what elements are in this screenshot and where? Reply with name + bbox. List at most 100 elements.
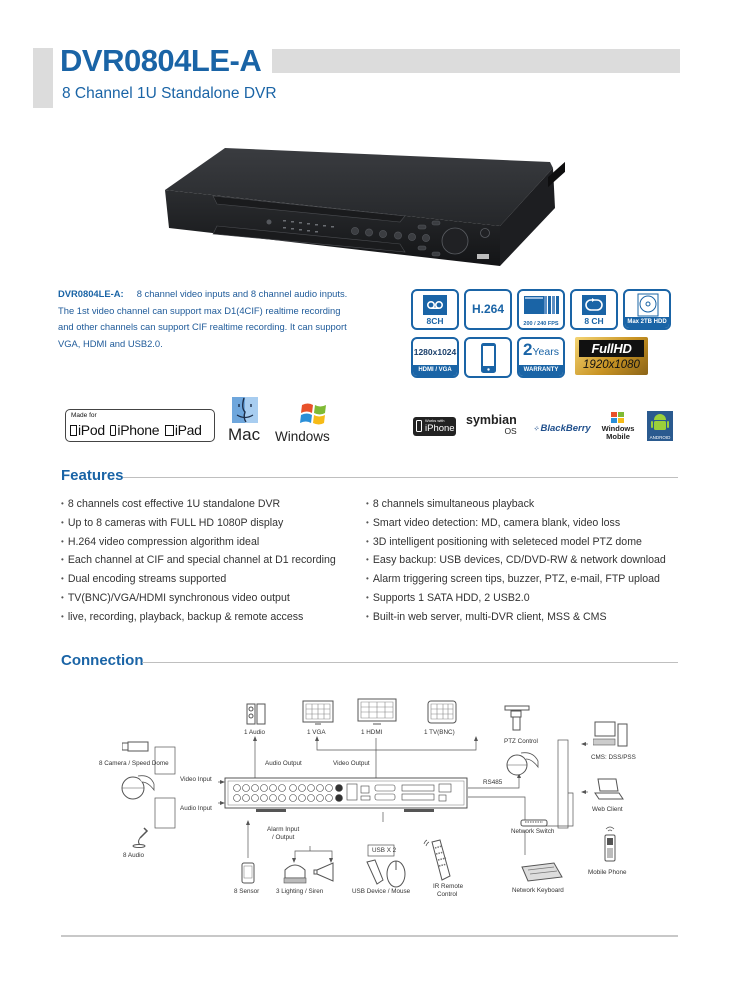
badge-caption: 8CH bbox=[426, 316, 444, 326]
badge-resolution: 1280x1024 HDMI / VGA bbox=[411, 337, 459, 378]
microphone-icon bbox=[132, 827, 149, 848]
feature-item: H.264 video compression algorithm ideal bbox=[61, 533, 371, 552]
feature-item: Smart video detection: MD, camera blank,… bbox=[366, 514, 676, 533]
feature-item: 3D intelligent positioning with seletece… bbox=[366, 533, 676, 552]
feature-item: Dual encoding streams supported bbox=[61, 570, 371, 589]
symbian-name: symbian bbox=[466, 413, 517, 427]
feature-item: 8 channels cost effective 1U standalone … bbox=[61, 495, 371, 514]
page-title: DVR0804LE-A bbox=[60, 43, 262, 78]
mac-logo-text: Mac bbox=[228, 425, 261, 444]
dvr-top-panel bbox=[165, 148, 553, 226]
hdd-disc-icon bbox=[637, 293, 659, 317]
page-subtitle: 8 Channel 1U Standalone DVR bbox=[62, 85, 277, 102]
product-image bbox=[165, 148, 565, 266]
ipad-icon bbox=[164, 425, 174, 436]
speed-dome-icon bbox=[121, 775, 155, 800]
badge-hdd: Max 2TB HDD bbox=[623, 289, 671, 330]
windows-mobile-flag-icon bbox=[611, 412, 624, 423]
ptz-dome-camera-icon bbox=[506, 752, 539, 776]
ptz-control-icon bbox=[504, 705, 530, 731]
speaker-icon bbox=[246, 703, 266, 725]
label-mobile-phone: Mobile Phone bbox=[588, 869, 627, 876]
front-buttons bbox=[351, 220, 441, 257]
blackberry-logo: ⁘ BlackBerry bbox=[533, 423, 591, 434]
dvr-side-panel bbox=[500, 168, 555, 266]
android-label: ANDROID bbox=[649, 435, 671, 440]
feature-item: TV(BNC)/VGA/HDMI synchronous video outpu… bbox=[61, 589, 371, 608]
badge-caption: HDMI / VGA bbox=[413, 365, 457, 376]
badge-8ch-playback: 8 CH bbox=[570, 289, 618, 330]
label-audio: 1 Audio bbox=[244, 729, 266, 736]
footer-divider bbox=[61, 935, 678, 937]
label-hdmi: 1 HDMI bbox=[361, 729, 383, 736]
symbian-os: OS bbox=[504, 426, 517, 436]
made-for-label: Made for bbox=[71, 412, 97, 419]
features-heading: Features bbox=[61, 467, 124, 484]
android-robot-icon bbox=[651, 414, 669, 430]
usb-port bbox=[477, 254, 489, 259]
power-button bbox=[480, 228, 490, 238]
feature-item: Supports 1 SATA HDD, 2 USB2.0 bbox=[366, 589, 676, 608]
badge-caption: WARRANTY bbox=[519, 365, 563, 376]
windows-mobile-line2: Mobile bbox=[606, 432, 630, 441]
works-with-iphone-logo: Works with iPhone bbox=[413, 417, 456, 436]
ir-receiver bbox=[266, 219, 272, 225]
label-cms: CMS: DSS/PSS bbox=[591, 754, 636, 761]
made-for-iphone: iPhone bbox=[117, 422, 160, 438]
works-with-label: Works with bbox=[425, 418, 445, 423]
android-logo: ANDROID bbox=[647, 411, 673, 441]
fullhd-badge: FullHD 1920x1080 bbox=[575, 337, 648, 375]
label-web-client: Web Client bbox=[592, 806, 623, 813]
label-ir-remote-2: Control bbox=[437, 891, 458, 898]
feature-item: Alarm triggering screen tips, buzzer, PT… bbox=[366, 570, 676, 589]
ipod-icon bbox=[70, 425, 77, 436]
network-switch-icon bbox=[520, 819, 548, 827]
connection-heading: Connection bbox=[61, 652, 144, 669]
blackberry-name: BlackBerry bbox=[540, 423, 591, 434]
windows-logo-text: Windows bbox=[275, 429, 330, 444]
label-usb-device: USB Device / Mouse bbox=[352, 888, 411, 895]
fullhd-title: FullHD bbox=[579, 340, 644, 357]
made-for-ipod: iPod bbox=[78, 422, 105, 438]
label-network-keyboard: Network Keyboard bbox=[512, 887, 564, 894]
description-label: DVR0804LE-A: bbox=[58, 288, 124, 299]
label-camera: 8 Camera / Speed Dome bbox=[99, 760, 169, 767]
description-text: 8 channel video inputs and 8 channel aud… bbox=[58, 288, 348, 349]
badge-caption: Max 2TB HDD bbox=[625, 317, 669, 328]
badge-h264: H.264 bbox=[464, 289, 512, 330]
desktop-computer-icon bbox=[593, 721, 628, 747]
crt-tv-icon bbox=[427, 700, 457, 724]
badge-caption: 200 / 240 FPS bbox=[523, 321, 559, 327]
record-tape-icon bbox=[423, 295, 447, 315]
hdmi-tv-icon bbox=[357, 698, 397, 725]
windows-flag-icon bbox=[300, 403, 326, 425]
badge-8ch-record: 8CH bbox=[411, 289, 459, 330]
mac-finder-icon bbox=[232, 397, 258, 423]
feature-item: Up to 8 cameras with FULL HD 1080P displ… bbox=[61, 514, 371, 533]
badge-fps: 200 / 240 FPS bbox=[517, 289, 565, 330]
front-leds bbox=[283, 220, 334, 233]
badge-title: H.264 bbox=[471, 302, 505, 316]
label-alarm-io-1: Alarm Input bbox=[267, 826, 300, 833]
label-video-output: Video Output bbox=[333, 760, 370, 767]
box-camera-icon bbox=[122, 741, 149, 752]
badge-caption: 8 CH bbox=[584, 316, 604, 326]
usb-mouse-icon bbox=[366, 859, 406, 888]
label-ptz-control: PTZ Control bbox=[504, 738, 538, 745]
connection-divider bbox=[142, 662, 678, 663]
vga-monitor-icon bbox=[302, 700, 334, 725]
label-video-input: Video Input bbox=[180, 776, 212, 783]
blackberry-dots-icon: ⁘ bbox=[533, 426, 539, 433]
feature-item: Each channel at CIF and special channel … bbox=[61, 551, 371, 570]
frames-icon bbox=[524, 296, 559, 314]
label-audio-output: Audio Output bbox=[265, 760, 302, 767]
works-with-iphone: iPhone bbox=[425, 423, 455, 434]
network-keyboard-icon bbox=[521, 862, 563, 882]
windows-mobile-logo: Windows Mobile bbox=[598, 412, 638, 441]
label-usb-x2: USB X 2 bbox=[372, 847, 397, 854]
warranty-title: 2Years bbox=[519, 340, 563, 360]
label-network-switch: Network Switch bbox=[511, 828, 555, 835]
header-gray-bar bbox=[272, 49, 680, 73]
feature-item: 8 channels simultaneous playback bbox=[366, 495, 676, 514]
label-audio-input: Audio Input bbox=[180, 805, 212, 812]
